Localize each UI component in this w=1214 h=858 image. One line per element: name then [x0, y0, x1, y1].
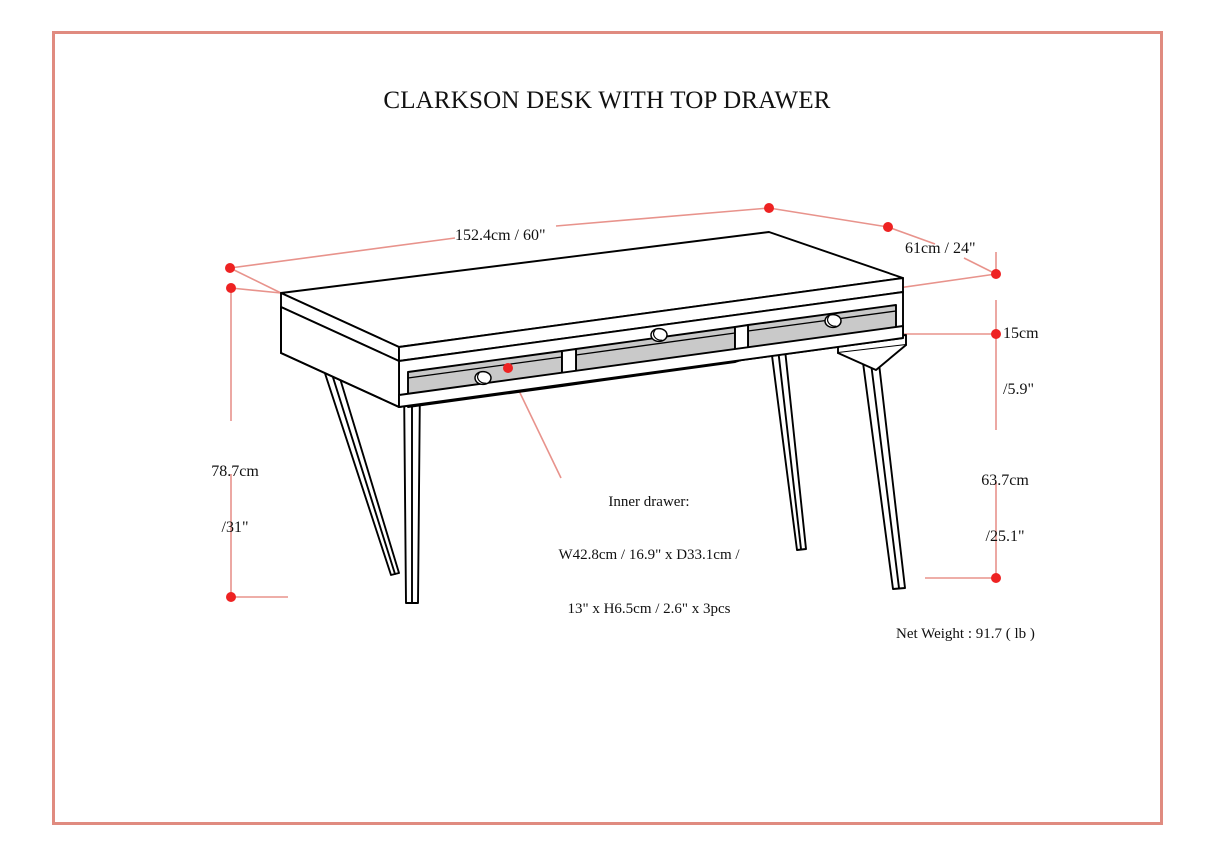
desk-illustration	[280, 231, 907, 604]
dimension-lines	[229, 207, 997, 598]
drawer-reveal-1	[407, 356, 563, 379]
dimension-label-total-height-line1: 78.7cm	[211, 462, 259, 480]
inner-drawer-callout-line3: 13" x H6.5cm / 2.6" x 3pcs	[567, 600, 731, 617]
leg-back-right	[769, 339, 807, 551]
desk-legs	[317, 339, 906, 604]
drawer-pulls	[474, 313, 842, 386]
dim-line-depth-right	[963, 257, 997, 275]
marker-callout-anchor	[503, 363, 513, 373]
dimension-label-drawer-height-line1: 15cm	[1003, 324, 1039, 342]
dimension-label-depth: 61cm / 24"	[905, 240, 976, 257]
inner-drawer-callout-line1: Inner drawer:	[608, 494, 690, 511]
leg-front-right-crease	[869, 354, 900, 589]
case-left-bottom	[280, 352, 400, 408]
drawer-reveal-3	[747, 310, 897, 332]
leg-back-right-crease	[776, 339, 802, 550]
net-weight-label: Net Weight : 91.7 ( lb )	[896, 626, 1035, 642]
marker-drawer-bottom	[991, 329, 1001, 339]
marker-width-right	[764, 203, 774, 213]
dimension-label-width: 152.4cm / 60"	[455, 227, 546, 244]
drawer-pull-1	[474, 370, 492, 386]
leg-front-right	[861, 354, 906, 590]
marker-height-bottom	[226, 592, 236, 602]
dimension-label-total-height-line2: /31"	[221, 519, 249, 537]
dimension-label-clearance: 63.7cm /25.1"	[966, 434, 1044, 585]
dimension-markers	[225, 203, 1001, 602]
marker-depth-right	[991, 269, 1001, 279]
dim-leader-width-left	[229, 267, 282, 294]
drawer-reveal-lines	[407, 310, 897, 379]
dimension-label-drawer-height-line2: /5.9"	[1003, 381, 1034, 399]
marker-width-left	[225, 263, 235, 273]
marker-depth-left	[883, 222, 893, 232]
dimension-label-clearance-line1: 63.7cm	[981, 471, 1029, 489]
marker-clearance-bottom	[991, 573, 1001, 583]
dimension-label-drawer-height: 15cm /5.9"	[1003, 287, 1039, 438]
dim-leader-height-top	[230, 287, 282, 294]
drawer-pull-3	[824, 313, 842, 329]
dim-line-width-right	[555, 207, 770, 227]
dim-line-width	[229, 237, 456, 269]
inner-drawer-callout-line2: W42.8cm / 16.9" x D33.1cm /	[558, 547, 740, 564]
dimension-label-total-height: 78.7cm /31"	[199, 425, 271, 576]
drawer-pull-2	[650, 327, 668, 343]
drawer-reveal-2	[575, 332, 736, 356]
leg-mount-right-brace	[837, 344, 907, 371]
leg-back-left-crease	[324, 351, 396, 575]
marker-height-top	[226, 283, 236, 293]
dim-line-depth	[887, 226, 936, 245]
drawer-case-bottom-rail	[398, 325, 904, 408]
page-title: CLARKSON DESK WITH TOP DRAWER	[383, 87, 831, 114]
dim-leader-width-right	[768, 207, 889, 228]
dimension-label-clearance-line2: /25.1"	[985, 528, 1025, 546]
inner-drawer-callout: Inner drawer: W42.8cm / 16.9" x D33.1cm …	[556, 459, 742, 654]
